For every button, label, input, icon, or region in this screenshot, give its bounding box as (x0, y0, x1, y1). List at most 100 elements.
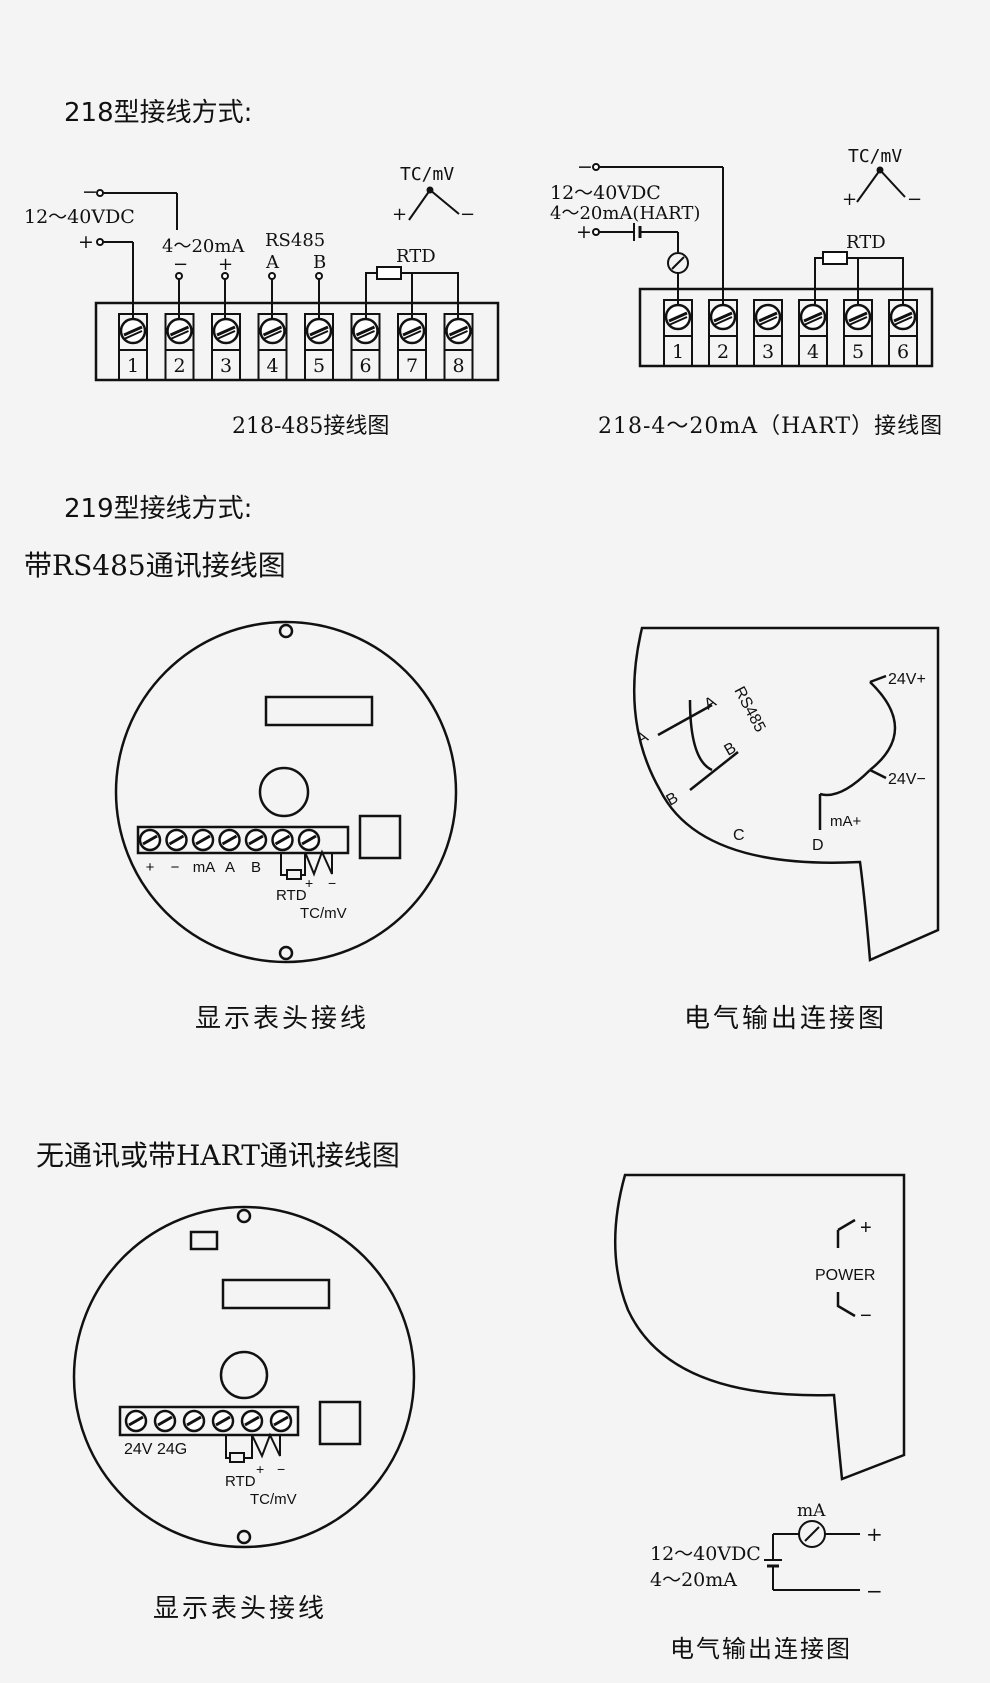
terminal-5: 5 (304, 313, 334, 381)
terminal-screws-hart: 1 2 3 4 5 6 (663, 299, 918, 367)
terminal-3: 3 (211, 313, 241, 381)
display-screws-hart (124, 1409, 293, 1433)
d-label-elec: D (812, 837, 824, 854)
terminal-5: 5 (843, 299, 873, 367)
caption-hart-display: 显示表头接线 (153, 1594, 328, 1624)
caption-rs485-display: 显示表头接线 (195, 1004, 370, 1034)
terminal-number: 3 (220, 355, 232, 377)
supply-minus-485: − (82, 181, 98, 203)
supply-label-hart: 12～40VDC (550, 182, 661, 204)
rs485-label-elec: RS485 (730, 684, 768, 735)
terminal-number: 4 (266, 355, 278, 377)
terminal-1: 1 (663, 299, 693, 367)
tc-label-hart: TC/mV (848, 146, 902, 167)
rs485-b: B (313, 252, 326, 273)
c-label-elec: C (733, 827, 745, 844)
terminal-number: 2 (717, 341, 729, 363)
tc-plus-rs485-disp: + (305, 875, 313, 891)
v-minus-elec: 24V− (888, 771, 926, 788)
terminal-screws-485: 1 2 3 4 5 6 7 8 (118, 313, 474, 381)
v-plus-elec: 24V+ (888, 671, 926, 688)
power-label: POWER (815, 1267, 875, 1284)
rs485-label: RS485 (265, 230, 325, 251)
a-lower-elec: A (634, 728, 652, 748)
out-plus-485: + (218, 254, 233, 275)
terminal-number: 1 (672, 341, 684, 363)
terminal-8: 8 (443, 313, 474, 381)
tc-label-hart-disp: TC/mV (250, 1491, 297, 1508)
caption-hart-electrical: 电气输出连接图 (670, 1635, 852, 1663)
b-upper-elec: B (722, 739, 740, 759)
title-hart-wiring: 无通讯或带HART通讯接线图 (36, 1139, 400, 1172)
tc-minus-hart-disp: − (277, 1461, 285, 1477)
tc-plus-hart-disp: + (256, 1461, 264, 1477)
terminal-number: 6 (897, 341, 909, 363)
out-label-loop: 4～20mA (650, 1569, 737, 1591)
heading-218: 218型接线方式: (64, 98, 253, 128)
terminal-number: 7 (406, 355, 418, 377)
terminal-1: 1 (118, 313, 148, 381)
out-label-485: 4～20mA (162, 236, 245, 257)
tc-plus-485: + (392, 204, 407, 225)
tc-label-485: TC/mV (400, 164, 454, 185)
tc-plus-hart: + (842, 189, 857, 210)
terminal-6: 6 (888, 299, 918, 367)
terminal-7: 7 (397, 313, 427, 381)
terminal-block-485 (94, 301, 500, 382)
labels-rs485-electrical: RS485 A A B B C D mA+ 24V+ 24V− (634, 671, 926, 854)
caption-rs485-electrical: 电气输出连接图 (684, 1004, 888, 1034)
supply-plus-hart: + (576, 221, 592, 243)
tc-minus-rs485-disp: − (328, 875, 336, 891)
caption-218-485: 218-485接线图 (232, 414, 390, 439)
rtd-label-485: RTD (396, 246, 436, 267)
supply-label-loop: 12～40VDC (650, 1543, 761, 1565)
terminal-number: 4 (807, 341, 819, 363)
terminal-4: 4 (257, 313, 288, 381)
electrical-output-rs485 (632, 626, 940, 962)
tc-minus-hart: − (907, 189, 922, 210)
tc-minus-485: − (460, 204, 475, 225)
terminal-3: 3 (753, 299, 783, 367)
ma-plus-elec: mA+ (830, 813, 862, 830)
display-terminal-label: B (251, 859, 261, 876)
terminal-2: 2 (708, 299, 738, 367)
tc-label-rs485-disp: TC/mV (300, 905, 347, 922)
labels-hart-display: 24V 24G RTD + − TC/mV (124, 1441, 297, 1508)
loop-minus: − (866, 1579, 883, 1603)
display-screws-rs485 (138, 828, 321, 852)
supply-minus-hart: − (577, 156, 593, 178)
terminal-number: 8 (452, 355, 464, 377)
terminal-number: 5 (852, 341, 864, 363)
display-terminal-label: mA (193, 859, 216, 876)
terminal-number: 2 (173, 355, 185, 377)
rtd-label-hart-disp: RTD (225, 1473, 256, 1490)
display-terminal-label: + (146, 859, 155, 876)
labels-hart-electrical: POWER + − mA 12～40VDC 4～20mA + − (650, 1217, 883, 1603)
terminal-2: 2 (164, 313, 195, 381)
out-minus-485: − (173, 254, 188, 275)
terminal-number: 5 (313, 355, 325, 377)
loop-plus: + (866, 1522, 883, 1546)
supply-plus-485: + (78, 231, 94, 253)
out-label-hart: 4～20mA(HART) (550, 203, 700, 224)
b-lower-elec: B (664, 789, 682, 809)
terminal-number: 1 (127, 355, 139, 377)
display-terminal-label: − (171, 859, 180, 876)
terminal-6: 6 (350, 313, 381, 381)
display-head-hart (72, 1205, 416, 1549)
diagram-218-hart: 1 2 3 4 5 6 (592, 163, 934, 368)
labels-218-485: 12～40VDC − + 4～20mA − + RS485 A B RTD TC… (24, 164, 475, 275)
electrical-output-hart (614, 1173, 906, 1481)
heading-219: 219型接线方式: (64, 494, 253, 524)
terminal-number: 3 (762, 341, 774, 363)
ma-label-loop: mA (797, 1501, 826, 1521)
supply-label-485: 12～40VDC (24, 206, 135, 228)
loop-circuit-hart (764, 1520, 860, 1591)
labels-218-hart: 12～40VDC 4～20mA(HART) − + RTD TC/mV + − (550, 146, 922, 253)
terminal-block-hart (638, 287, 934, 368)
power-minus: − (860, 1305, 872, 1327)
label-24g: 24G (157, 1441, 187, 1458)
caption-218-hart: 218-4～20mA（HART）接线图 (598, 414, 944, 439)
display-head-rs485 (114, 620, 458, 964)
